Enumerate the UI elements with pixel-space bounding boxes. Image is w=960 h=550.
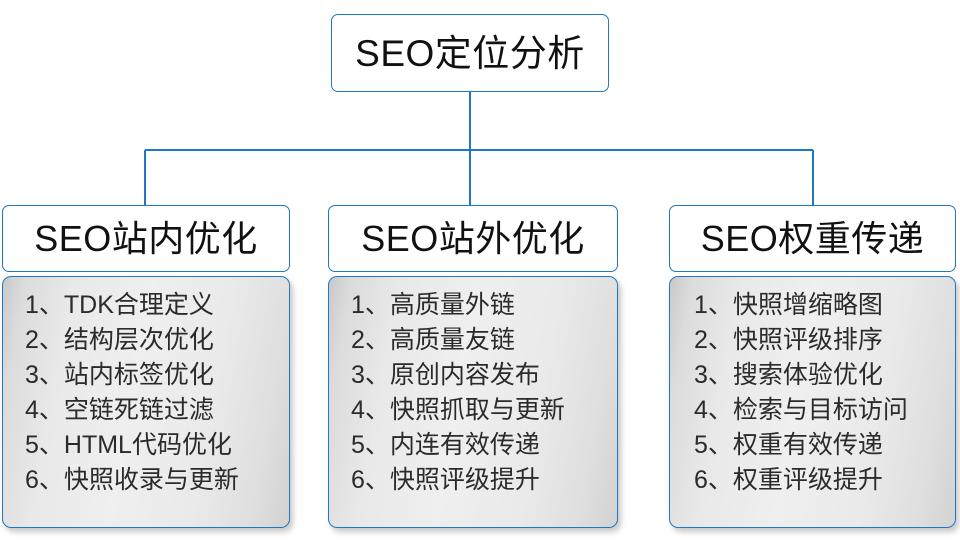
column-header-box: SEO站外优化 (328, 205, 618, 272)
item-list: 1、快照增缩略图 2、快照评级排序 3、搜索体验优化 4、检索与目标访问 5、权… (670, 288, 955, 498)
list-item: 4、空链死链过滤 (25, 396, 214, 424)
list-item: 1、高质量外链 (351, 291, 515, 319)
column-title: SEO站内优化 (34, 217, 258, 259)
list-item: 1、TDK合理定义 (25, 291, 214, 319)
column-header-box: SEO权重传递 (669, 205, 956, 272)
list-item: 3、站内标签优化 (25, 361, 214, 389)
column-seo-weight-transfer: SEO权重传递 1、快照增缩略图 2、快照评级排序 3、搜索体验优化 4、检索与… (669, 205, 956, 528)
list-item: 1、快照增缩略图 (694, 291, 883, 319)
list-item: 5、HTML代码优化 (25, 431, 232, 459)
list-item: 5、内连有效传递 (351, 431, 540, 459)
root-node-label: SEO定位分析 (355, 32, 585, 74)
list-item: 2、快照评级排序 (694, 326, 883, 354)
list-item: 6、权重评级提升 (694, 466, 883, 494)
column-title: SEO权重传递 (700, 217, 925, 259)
list-item: 2、高质量友链 (351, 326, 515, 354)
column-seo-onsite-optimization: SEO站内优化 1、TDK合理定义 2、结构层次优化 3、站内标签优化 4、空链… (2, 205, 290, 528)
list-item: 2、结构层次优化 (25, 326, 214, 354)
column-body-panel: 1、TDK合理定义 2、结构层次优化 3、站内标签优化 4、空链死链过滤 5、H… (2, 276, 290, 528)
list-item: 5、权重有效传递 (694, 431, 883, 459)
list-item: 4、快照抓取与更新 (351, 396, 565, 424)
list-item: 3、搜索体验优化 (694, 361, 883, 389)
list-item: 6、快照收录与更新 (25, 466, 239, 494)
item-list: 1、高质量外链 2、高质量友链 3、原创内容发布 4、快照抓取与更新 5、内连有… (329, 288, 617, 498)
column-header-box: SEO站内优化 (2, 205, 290, 272)
column-body-panel: 1、快照增缩略图 2、快照评级排序 3、搜索体验优化 4、检索与目标访问 5、权… (669, 276, 956, 528)
list-item: 6、快照评级提升 (351, 466, 540, 494)
root-node-seo-positioning-analysis: SEO定位分析 (331, 14, 609, 92)
column-title: SEO站外优化 (361, 217, 585, 259)
list-item: 4、检索与目标访问 (694, 396, 908, 424)
list-item: 3、原创内容发布 (351, 361, 540, 389)
column-body-panel: 1、高质量外链 2、高质量友链 3、原创内容发布 4、快照抓取与更新 5、内连有… (328, 276, 618, 528)
item-list: 1、TDK合理定义 2、结构层次优化 3、站内标签优化 4、空链死链过滤 5、H… (3, 288, 289, 498)
column-seo-offsite-optimization: SEO站外优化 1、高质量外链 2、高质量友链 3、原创内容发布 4、快照抓取与… (328, 205, 618, 528)
